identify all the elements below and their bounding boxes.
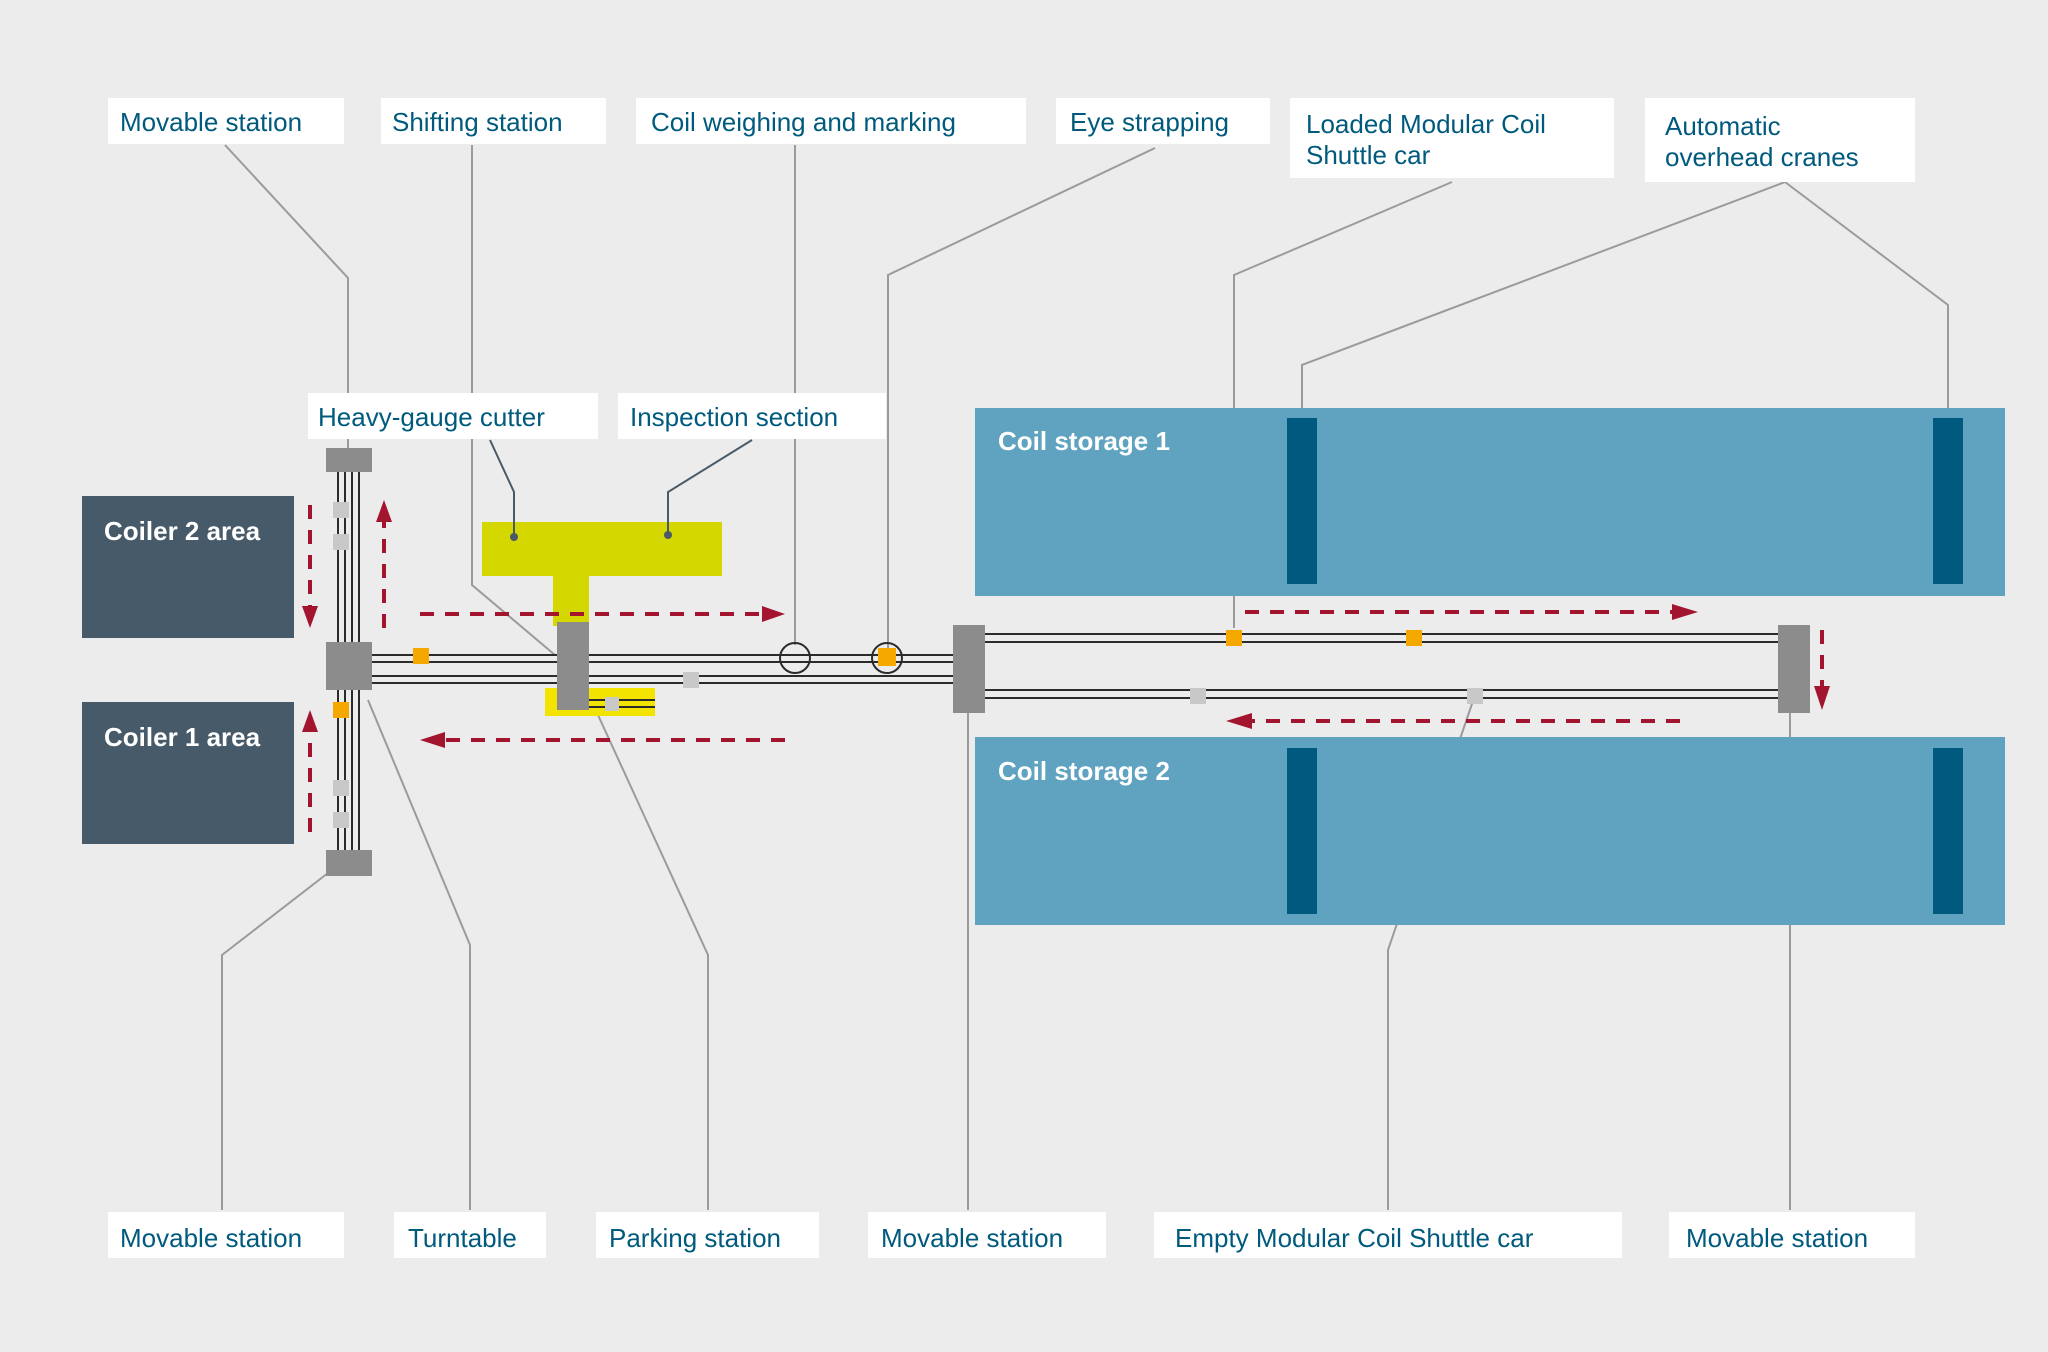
overhead-crane-2a	[1287, 748, 1317, 914]
leader-parking-station	[597, 714, 709, 1210]
coil-storage-1-block	[975, 408, 2005, 596]
empty-shuttle-car	[333, 812, 349, 828]
empty-shuttle-car	[1467, 688, 1483, 704]
arrow-right-icon	[1672, 604, 1698, 620]
arrow-down-icon	[302, 606, 318, 628]
bottom-labels: Movable station Turntable Parking statio…	[108, 1212, 1915, 1258]
label-empty-car: Empty Modular Coil Shuttle car	[1175, 1223, 1534, 1253]
loaded-shuttle-car	[878, 648, 896, 666]
label-movable-station-bottom-right: Movable station	[1686, 1223, 1868, 1253]
cutter-stem	[553, 576, 589, 626]
arrow-right-icon	[762, 606, 785, 622]
overhead-crane-1a	[1287, 418, 1317, 584]
overhead-crane-1b	[1933, 418, 1963, 584]
empty-shuttle-car	[605, 697, 619, 711]
stations	[326, 448, 1810, 876]
loaded-shuttle-car	[1226, 630, 1242, 646]
loaded-shuttle-car	[413, 648, 429, 664]
leader-heavy-gauge-cutter	[489, 439, 515, 537]
leader-lines	[221, 144, 1949, 1210]
leader-turntable	[367, 699, 471, 1210]
coil-storage-2-block	[975, 737, 2005, 925]
label-movable-station-top: Movable station	[120, 107, 302, 137]
leader-crane-1	[1301, 181, 1786, 412]
label-movable-station-bottom-mid: Movable station	[881, 1223, 1063, 1253]
arrow-left-icon	[1226, 713, 1252, 729]
cutter-bar	[482, 522, 722, 576]
label-turntable: Turntable	[408, 1223, 517, 1253]
arrow-left-icon	[420, 732, 445, 748]
loaded-shuttle-car	[1406, 630, 1422, 646]
overhead-crane-2b	[1933, 748, 1963, 914]
label-coil-weighing: Coil weighing and marking	[651, 107, 956, 137]
arrow-down-icon	[1814, 686, 1830, 710]
leader-eye-strapping	[887, 147, 1156, 648]
coil-storage-1-label: Coil storage 1	[998, 426, 1170, 456]
coil-storage-1: Coil storage 1	[975, 408, 2005, 596]
coil-storage-2: Coil storage 2	[975, 737, 2005, 925]
eye-strapping-position	[871, 642, 903, 674]
coiler-2-area-block	[82, 496, 294, 638]
turntable	[326, 642, 372, 690]
movable-station-bottom-left	[326, 850, 372, 876]
movable-station-mid	[953, 625, 985, 713]
movable-station-top	[326, 448, 372, 472]
top-labels: Movable station Shifting station Coil we…	[108, 98, 1915, 439]
coiler-1-area: Coiler 1 area	[82, 702, 294, 844]
arrow-up-icon	[376, 500, 392, 522]
empty-shuttle-car	[683, 672, 699, 688]
label-loaded-car-line1: Loaded Modular Coil	[1306, 109, 1546, 139]
loaded-shuttle-car	[333, 702, 349, 718]
coil-weighing-position	[779, 642, 811, 674]
empty-shuttle-car	[1190, 688, 1206, 704]
leader-movable-station-top	[224, 144, 349, 450]
empty-shuttle-car	[333, 502, 349, 518]
heavy-gauge-cutter-unit	[482, 522, 722, 626]
coiler-1-area-block	[82, 702, 294, 844]
movable-station-right	[1778, 625, 1810, 713]
shuttle-cars	[333, 502, 1483, 828]
shifting-station	[557, 622, 589, 710]
label-parking-station: Parking station	[609, 1223, 781, 1253]
arrow-up-icon	[302, 710, 318, 732]
flow-arrows	[302, 500, 1830, 832]
label-loaded-car-line2: Shuttle car	[1306, 140, 1431, 170]
leader-movable-station-bottom-left	[221, 872, 329, 1210]
leader-crane-2	[1784, 181, 1949, 412]
coil-storage-2-label: Coil storage 2	[998, 756, 1170, 786]
label-eye-strapping: Eye strapping	[1070, 107, 1229, 137]
leader-inspection-section	[667, 439, 753, 535]
coiler-2-area: Coiler 2 area	[82, 496, 294, 638]
label-movable-station-bottom-left: Movable station	[120, 1223, 302, 1253]
label-cranes-line1: Automatic	[1665, 111, 1781, 141]
coiler-2-area-label: Coiler 2 area	[104, 516, 261, 546]
leader-shifting-station	[471, 145, 556, 656]
coiler-1-area-label: Coiler 1 area	[104, 722, 261, 752]
label-inspection-section: Inspection section	[630, 402, 838, 432]
label-shifting-station: Shifting station	[392, 107, 563, 137]
empty-shuttle-car	[333, 780, 349, 796]
empty-shuttle-car	[333, 534, 349, 550]
label-heavy-gauge-cutter: Heavy-gauge cutter	[318, 402, 545, 432]
label-cranes-line2: overhead cranes	[1665, 142, 1859, 172]
